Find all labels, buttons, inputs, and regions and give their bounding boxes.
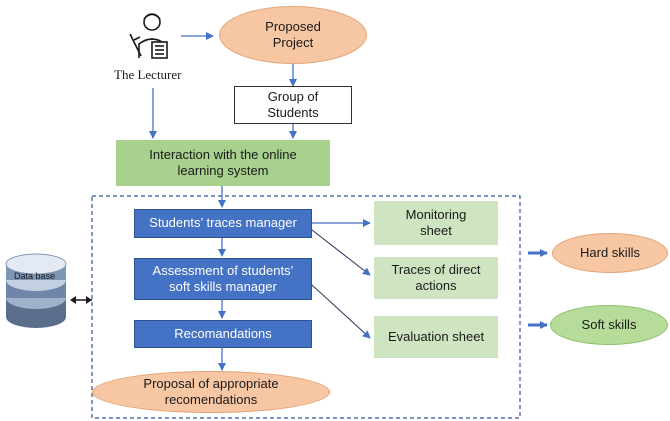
soft-skills-node: Soft skills xyxy=(550,305,668,345)
hard-skills-node: Hard skills xyxy=(552,233,668,273)
arrow-assessment-to-evaluation xyxy=(311,284,371,339)
lecturer-label: The Lecturer xyxy=(114,67,182,82)
evaluation-sheet-node: Evaluation sheet xyxy=(374,316,498,358)
traces-manager-node: Students’ traces manager xyxy=(134,209,312,238)
proposal-node: Proposal of appropriate recomendations xyxy=(92,371,330,413)
interaction-node: Interaction with the online learning sys… xyxy=(116,140,330,186)
database-icon xyxy=(5,253,67,328)
proposed-project-node: Proposed Project xyxy=(219,6,367,64)
recommandations-node: Recomandations xyxy=(134,320,312,348)
monitoring-sheet-node: Monitoring sheet xyxy=(374,201,498,245)
database-label: Data base xyxy=(14,271,56,281)
traces-direct-actions-node: Traces of direct actions xyxy=(374,257,498,299)
person-reading-icon xyxy=(129,13,168,59)
assessment-manager-node: Assessment of students’ soft skills mana… xyxy=(134,258,312,300)
system-boundary xyxy=(91,195,521,419)
arrow-database-left-head xyxy=(70,296,76,304)
arrow-database-right-head xyxy=(86,296,92,304)
arrow-traces-to-direct-actions xyxy=(311,229,371,276)
group-of-students-node: Group of Students xyxy=(234,86,352,124)
